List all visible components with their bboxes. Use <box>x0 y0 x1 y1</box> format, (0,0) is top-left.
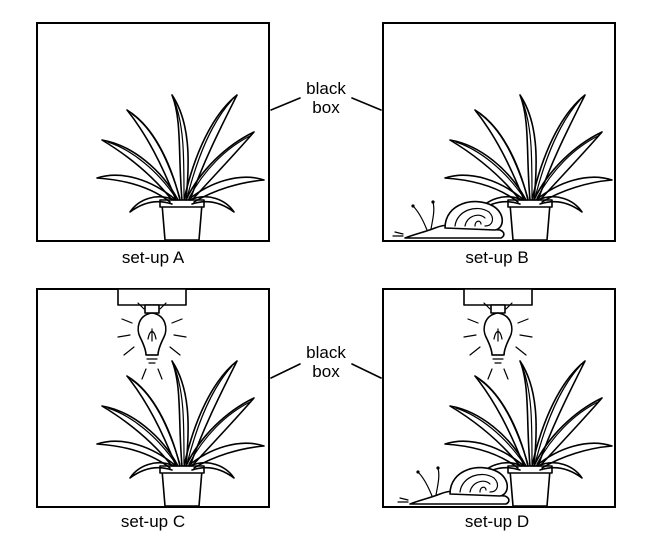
setup-c-label: set-up C <box>121 512 185 531</box>
callout-bottom-left-line <box>270 363 301 379</box>
setup-a-box <box>36 22 270 242</box>
setup-a-label: set-up A <box>122 248 185 267</box>
setup-b-label: set-up B <box>465 248 528 267</box>
setup-b-box <box>382 22 616 242</box>
callout-top-left-line <box>270 97 301 111</box>
lamp-c <box>117 288 187 380</box>
setup-d-label: set-up D <box>465 512 529 531</box>
callout-top-line2: box <box>312 98 340 117</box>
callout-top-right-line <box>351 97 382 111</box>
callout-bottom-line2: box <box>312 362 340 381</box>
plant-a <box>96 94 265 241</box>
snail-b <box>392 199 505 239</box>
callout-bottom-line1: black <box>306 343 346 362</box>
callout-bottom-right-line <box>351 363 382 379</box>
snail-d <box>397 465 510 505</box>
callout-top-line1: black <box>306 79 346 98</box>
plant-c <box>96 360 265 507</box>
